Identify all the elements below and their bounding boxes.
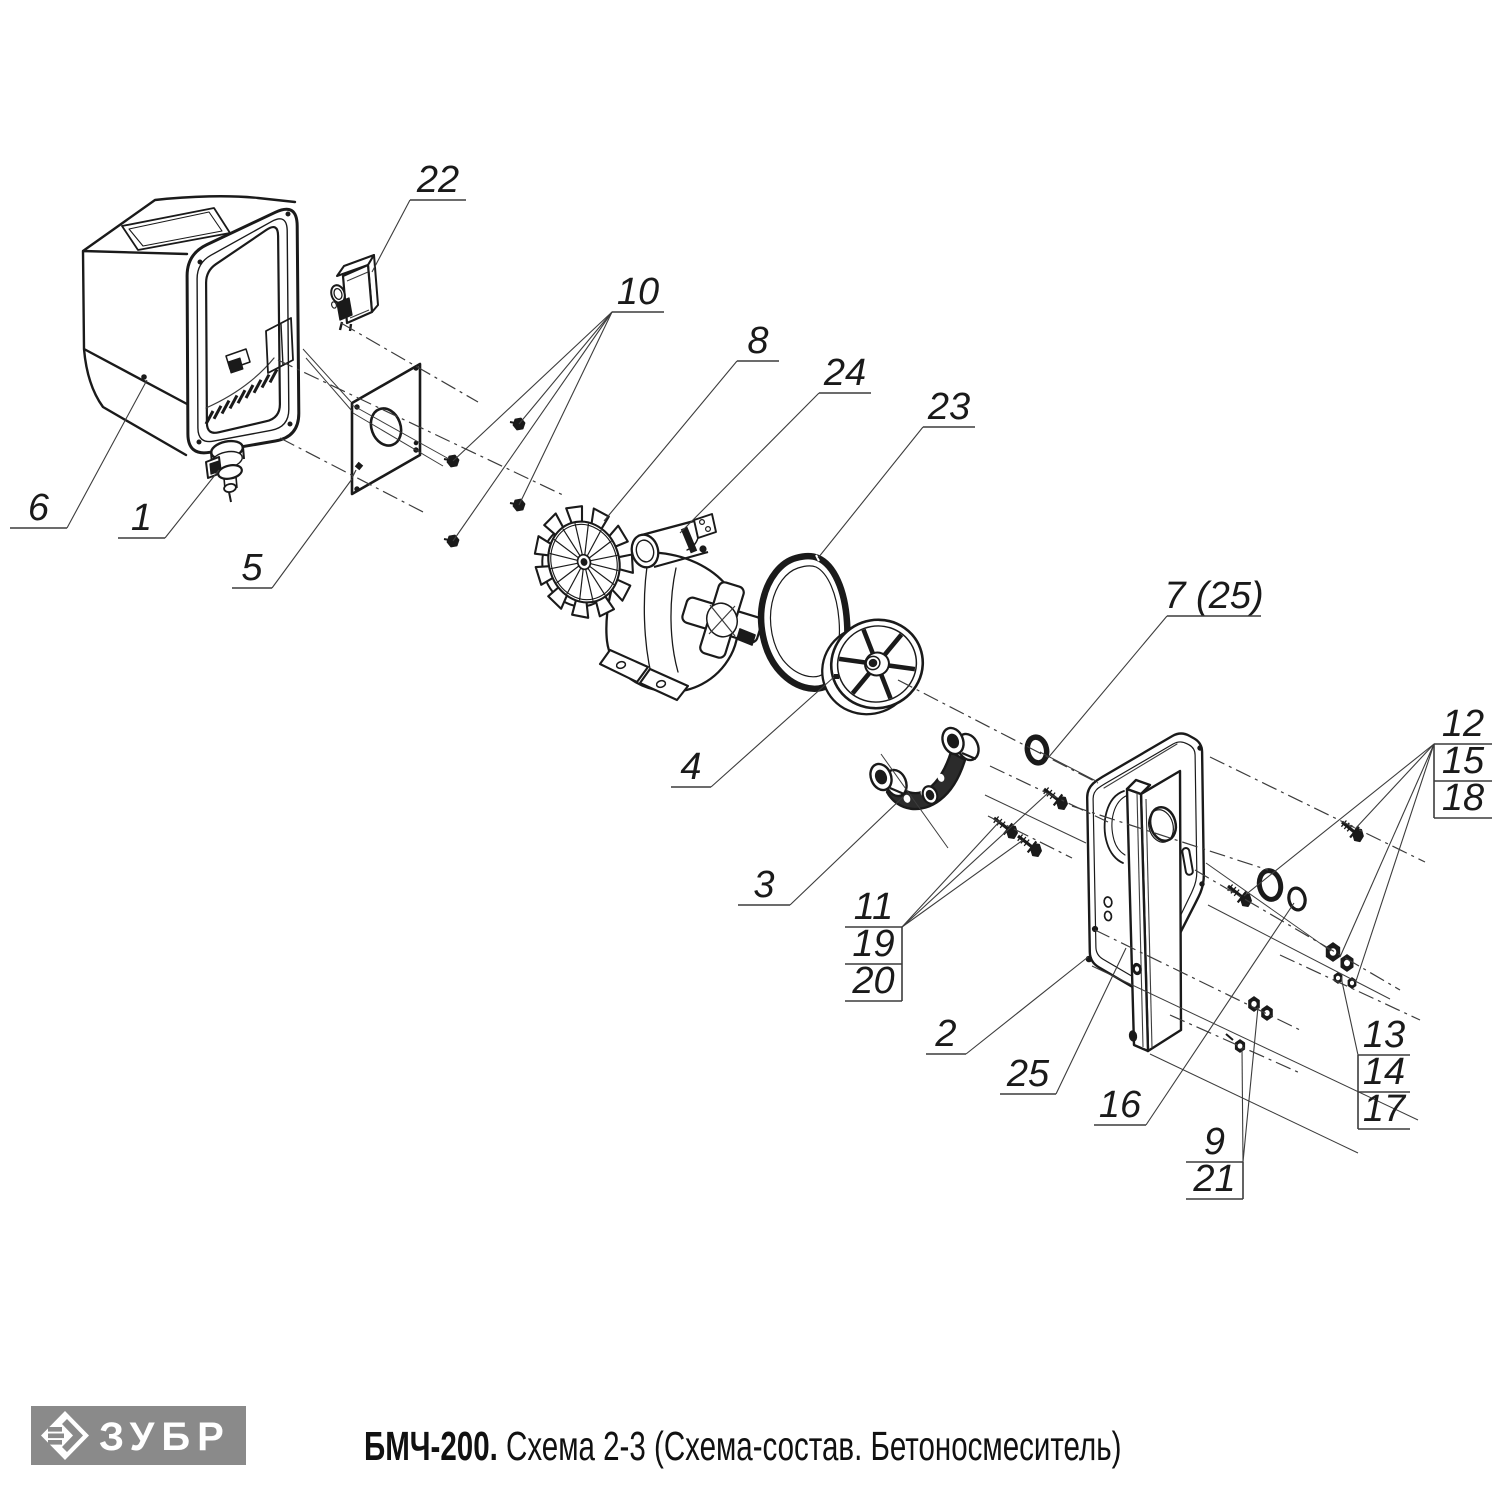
part-number: 24: [823, 352, 866, 394]
drive-pulley: [821, 618, 925, 716]
callout-9-21: 921: [1186, 1006, 1259, 1200]
leader-line: [1354, 743, 1435, 830]
part-number: 19: [852, 923, 894, 965]
leader-line: [66, 379, 148, 529]
brand-diamond-icon: [41, 1411, 89, 1460]
callout-24: 24: [679, 352, 871, 534]
part-number: 14: [1363, 1051, 1405, 1093]
part-number: 25: [1006, 1053, 1050, 1095]
leader-line: [901, 839, 1024, 928]
leader-line: [1355, 743, 1435, 982]
part-number: 20: [851, 960, 894, 1002]
callout-25: 25: [1000, 947, 1127, 1095]
fan-impeller: [533, 505, 634, 619]
leader-line: [679, 392, 820, 534]
leader-line: [1241, 1047, 1244, 1163]
support-arm: [1125, 769, 1183, 1053]
v-belt: [757, 552, 851, 692]
bracket-bolts: [993, 787, 1068, 858]
leader-line: [518, 311, 613, 506]
part-number: 10: [617, 271, 659, 313]
part-number: 13: [1363, 1014, 1405, 1056]
leader-line: [452, 311, 613, 542]
brand-logo: ЗУБР: [31, 1406, 246, 1465]
drawing-title: БМЧ-200. Схема 2-3 (Схема-состав. Бетоно…: [364, 1423, 1121, 1470]
callout-1: 1: [118, 469, 220, 539]
callout-7-25-: 7 (25): [1047, 575, 1264, 759]
callout-4: 4: [671, 676, 835, 788]
part-number: 2: [934, 1013, 956, 1055]
callout-16: 16: [1094, 902, 1295, 1126]
washer-ring-7: [1024, 734, 1050, 766]
part-number: 3: [753, 864, 774, 906]
leader-line: [518, 311, 613, 425]
cable-gland: [205, 439, 245, 503]
brand-name: ЗУБР: [99, 1415, 231, 1459]
leader-line: [789, 796, 904, 906]
leader-line: [1047, 615, 1168, 759]
part-number: 21: [1192, 1158, 1235, 1200]
part-number: 17: [1363, 1088, 1407, 1130]
part-number: 11: [854, 886, 893, 928]
leader-line: [603, 360, 738, 522]
part-number: 12: [1442, 703, 1484, 745]
leader-line: [901, 821, 1000, 928]
leader-line: [901, 792, 1049, 928]
part-number: 16: [1099, 1084, 1142, 1126]
leader-line: [164, 469, 220, 539]
callout-8: 8: [603, 320, 779, 522]
part-number: 15: [1442, 740, 1485, 782]
callout-3: 3: [738, 796, 904, 906]
leader-line: [1243, 743, 1435, 897]
part-number: 22: [416, 159, 459, 201]
leader-line: [1145, 902, 1295, 1126]
scheme-subtitle: Схема 2-3 (Схема-состав. Бетоносмеситель…: [506, 1423, 1122, 1469]
gasket-plate: [350, 362, 422, 496]
part-number: 4: [680, 746, 701, 788]
callout-23: 23: [817, 386, 975, 559]
leader-line: [1055, 947, 1127, 1095]
part-number: 18: [1442, 777, 1484, 819]
switch: [330, 254, 379, 332]
part-number: 5: [241, 547, 263, 589]
screws: [443, 417, 526, 548]
callout-5: 5: [232, 478, 353, 589]
leader-line: [965, 956, 1089, 1055]
callout-2: 2: [926, 956, 1089, 1055]
model-name: БМЧ-200.: [364, 1423, 498, 1469]
part-number: 7 (25): [1164, 575, 1263, 617]
motor-cover-housing: [81, 195, 301, 457]
part-number: 9: [1204, 1121, 1225, 1163]
leader-line: [710, 676, 835, 788]
leader-line: [1340, 976, 1359, 1056]
leader-line: [371, 199, 411, 273]
center-lines: [277, 322, 1426, 1074]
part-number: 23: [927, 386, 970, 428]
callout-22: 22: [371, 159, 466, 273]
part-number: 6: [28, 487, 50, 529]
part-number: 8: [747, 320, 768, 362]
leader-line: [1242, 1006, 1259, 1163]
callout-6: 6: [10, 379, 148, 529]
trail-lines: [302, 348, 1419, 1154]
part-number: 1: [131, 497, 152, 539]
leader-line: [817, 426, 924, 559]
callout-10: 10: [452, 271, 664, 542]
tension-bracket: [869, 726, 980, 811]
leader-line: [271, 478, 353, 589]
leader-line: [1339, 743, 1435, 958]
leader-line: [452, 311, 613, 462]
